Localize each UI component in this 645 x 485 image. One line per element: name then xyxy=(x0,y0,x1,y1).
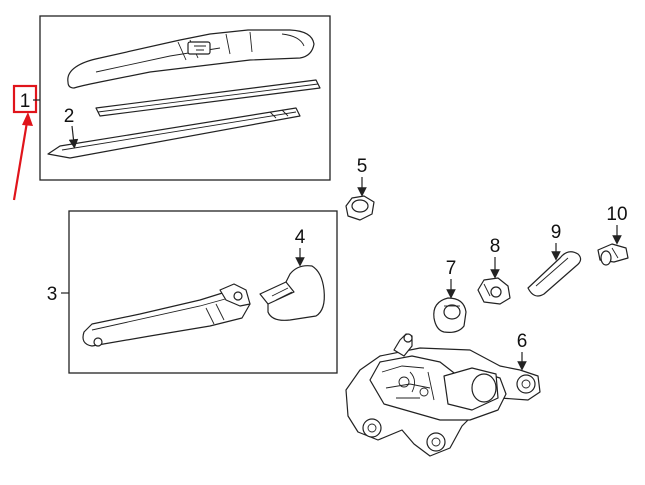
hose-part xyxy=(527,251,582,297)
nozzle-part xyxy=(597,243,629,266)
wiper-motor-part xyxy=(345,333,541,457)
callout-2-label: 2 xyxy=(64,106,75,127)
callout-8-label: 8 xyxy=(490,236,501,257)
arm-cap-part xyxy=(259,265,325,321)
callout-1-label: 1 xyxy=(20,91,31,112)
callout-4-label: 4 xyxy=(295,227,306,248)
callout-3-label: 3 xyxy=(47,284,58,305)
arm-assembly-box xyxy=(68,210,338,374)
callout-1-red-arrow xyxy=(12,112,33,201)
blade-assembly-box xyxy=(39,15,331,181)
grommet-part xyxy=(433,297,467,333)
rubber-strip-part xyxy=(95,79,321,117)
wiper-arm-part xyxy=(82,283,251,347)
blade-cover-part xyxy=(67,29,315,89)
callout-2-arrow xyxy=(68,125,79,149)
nut-part xyxy=(345,195,375,221)
callout-10-label: 10 xyxy=(606,204,627,225)
callout-6-label: 6 xyxy=(517,331,528,352)
bracket-part xyxy=(477,277,511,305)
blade-insert-part xyxy=(47,107,301,159)
callout-7-label: 7 xyxy=(446,258,457,279)
callout-1-highlight-box xyxy=(12,84,38,114)
callout-5-label: 5 xyxy=(357,156,368,177)
callout-9-label: 9 xyxy=(551,222,562,243)
